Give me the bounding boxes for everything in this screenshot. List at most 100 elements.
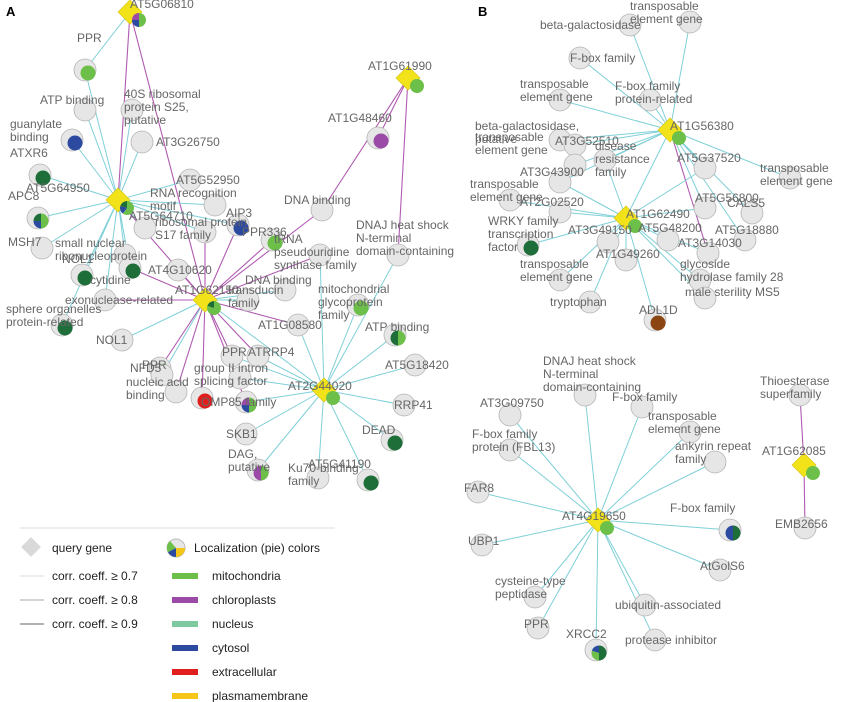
gene-node: [466, 480, 490, 504]
gene-node: [693, 286, 717, 310]
gene-node: [366, 126, 390, 150]
edge-AT1G62150-AIP3: [204, 224, 239, 301]
node-label: AT3G49150: [568, 223, 632, 237]
edge-B_AT1G62490-B_AT5G37520: [625, 167, 706, 219]
node-label: AT5G06810: [130, 0, 194, 11]
edge-B_AT1G62490-B_teg5: [559, 217, 627, 281]
gene-node: [190, 386, 214, 410]
edge-AT5G64950-ATPb: [84, 109, 119, 201]
node-label: AT3G26750: [156, 135, 220, 149]
node-label: ubiquitin-associated: [615, 598, 721, 612]
node-label: DAG,putative: [228, 447, 270, 474]
gene-node: [30, 236, 54, 260]
edge-AT1G62150-NOL1b: [121, 299, 206, 341]
edge-AT1G61990-DNAJa: [397, 77, 409, 256]
query-gene-node: [105, 187, 134, 215]
gene-node: [133, 216, 157, 240]
gene-node: [306, 466, 330, 490]
legend-item-mitochondria: mitochondria: [212, 569, 281, 583]
legend-swatch-nucleus: [172, 621, 198, 627]
query-gene-node: [192, 287, 221, 316]
edge-C_AT4G19650-C_fboxFBL: [509, 449, 599, 521]
edge-AT5G64950-AT5G52950: [117, 179, 191, 201]
node-label: DNA binding: [245, 273, 312, 287]
gene-node: [678, 420, 702, 444]
gene-node: [346, 293, 370, 317]
gene-node: [310, 198, 334, 222]
edge-B_AT1G62490-B_WRKY: [527, 217, 627, 246]
node-label: AT5G64710: [129, 209, 193, 223]
edge-AT1G62150-PPR336: [204, 239, 273, 301]
node-label: protease inhibitor: [625, 633, 717, 647]
edge-AT5G64950-exonuc: [104, 199, 119, 301]
edge-AT5G64950-RNArec: [117, 199, 216, 206]
gene-node: [220, 344, 244, 368]
gene-node: [778, 166, 802, 190]
node-label: AT5G56800: [695, 191, 759, 205]
edge-AT5G64950-ATXR6: [39, 174, 119, 201]
edge-AT5G64950-APC8: [37, 199, 119, 219]
gene-node: [403, 353, 427, 377]
gene-node: [26, 206, 50, 230]
network-nodes: [26, 0, 820, 662]
node-label: AT3G09750: [480, 396, 544, 410]
legend-swatch-chloroplasts: [172, 597, 198, 603]
gene-node: [563, 153, 587, 177]
node-label: F-box family: [570, 51, 635, 65]
node-label: PPR: [142, 358, 167, 372]
gene-node: [548, 170, 572, 194]
node-label: SKB1: [226, 427, 257, 441]
legend-query-gene: query gene: [52, 541, 112, 555]
gene-node: [498, 188, 522, 212]
legend-swatch-cytosol: [172, 645, 198, 651]
node-label: AT5G18880: [715, 223, 779, 237]
gene-node: [73, 98, 97, 122]
edge-C_AT4G19650-C_XRCC2: [595, 519, 599, 651]
node-label: EMB2656: [775, 517, 828, 531]
gene-node: [548, 200, 572, 224]
gene-node: [73, 58, 97, 82]
gene-node: [793, 516, 817, 540]
gene-node: [578, 290, 602, 314]
edge-B_AT1G56380-B_teg2: [559, 99, 671, 131]
gene-node: [656, 228, 680, 252]
edge-AT2G44020-ATPb2: [323, 334, 396, 391]
edge-AT5G64950-PPR_a1: [84, 69, 119, 201]
node-label: AT3G43900: [520, 165, 584, 179]
gene-node: [118, 256, 142, 280]
gene-node: [93, 288, 117, 312]
legend-item-cytosol: cytosol: [212, 641, 249, 655]
gene-node: [596, 230, 620, 254]
node-label: CALS5: [727, 196, 765, 210]
legend-swatch-extracellular: [172, 669, 198, 675]
legend-item-nucleus: nucleus: [212, 617, 253, 631]
gene-node: [584, 638, 608, 662]
gene-node: [234, 390, 258, 414]
legend-swatch-plasmamembrane: [172, 693, 198, 699]
gene-node: [260, 228, 284, 252]
node-label: DNA binding: [284, 193, 351, 207]
node-label: AtGolS6: [700, 559, 745, 573]
node-label: AT1G62150: [175, 283, 239, 297]
edge-C_AT4G19650-C_fbox2: [597, 519, 731, 531]
node-label: RRP41: [394, 398, 433, 412]
gene-node: [638, 88, 662, 112]
node-label: tryptophan: [550, 295, 607, 309]
node-label: AT1G48460: [328, 111, 392, 125]
node-label: ATXR6: [10, 146, 48, 160]
edge-C_AT4G19650-C_protinh: [597, 519, 656, 641]
